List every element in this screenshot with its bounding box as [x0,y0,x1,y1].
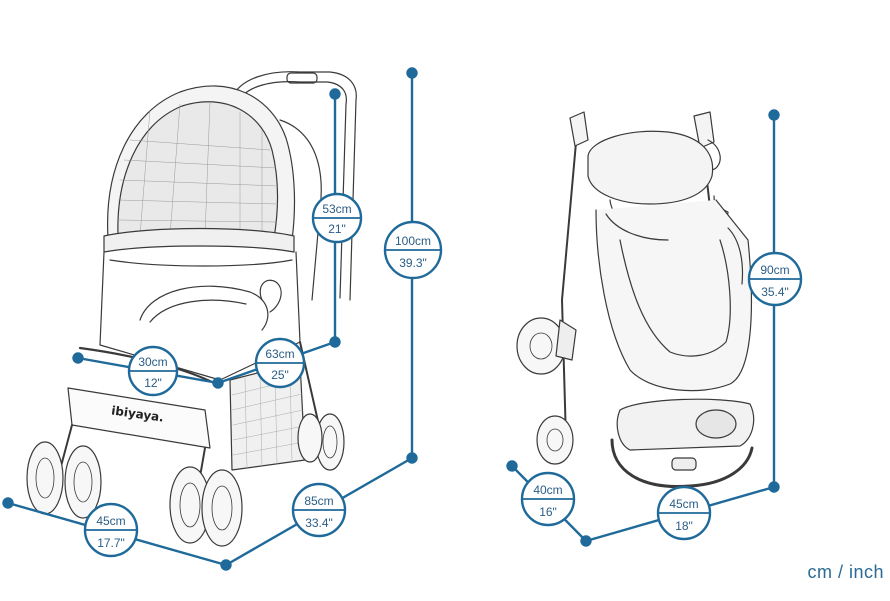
units-label: cm / inch [807,562,884,582]
badge-folded-depth: 40cm 16" [520,471,576,527]
folded-height-imperial: 35.4" [761,285,789,299]
badge-total-height: 100cm 39.3" [383,220,443,280]
width-metric: 45cm [96,514,125,528]
total-height-imperial: 39.3" [399,256,427,270]
badge-seat-width: 30cm 12" [127,345,179,397]
badge-seat-depth: 63cm 25" [254,337,306,389]
stroller-open-illustration [26,71,357,547]
length-imperial: 33.4" [305,516,333,530]
length-metric: 85cm [304,494,333,508]
seat-width-imperial: 12" [144,376,162,390]
total-height-metric: 100cm [395,234,431,248]
badge-folded-height: 90cm 35.4" [747,251,803,307]
badge-handle-height: 53cm 21" [311,192,363,244]
badge-length: 85cm 33.4" [291,482,347,538]
seat-width-metric: 30cm [138,355,167,369]
folded-width-imperial: 18" [675,519,693,533]
folded-width-metric: 45cm [669,497,698,511]
badge-folded-width: 45cm 18" [656,485,712,541]
width-imperial: 17.7" [97,536,125,550]
folded-depth-imperial: 16" [539,505,557,519]
badge-width: 45cm 17.7" [83,502,139,558]
stroller-folded-illustration [516,111,755,489]
seat-depth-imperial: 25" [271,368,289,382]
folded-depth-metric: 40cm [533,483,562,497]
handle-height-imperial: 21" [328,222,346,236]
seat-depth-metric: 63cm [265,347,294,361]
handle-height-metric: 53cm [322,202,351,216]
folded-height-metric: 90cm [760,263,789,277]
